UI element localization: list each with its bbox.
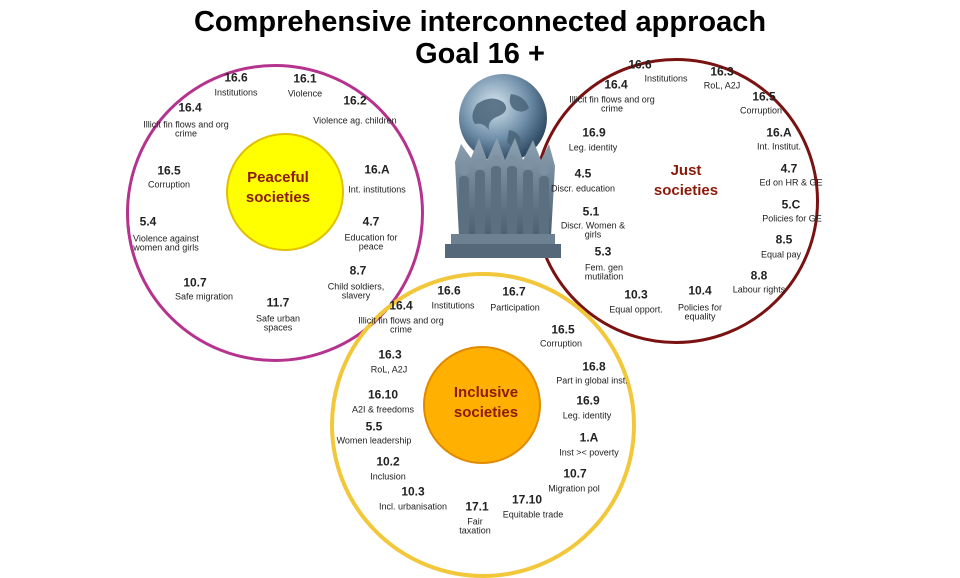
target-label: Ed on HR & GE	[759, 178, 822, 187]
target-label: Fair taxation	[455, 518, 495, 537]
inclusive-center-title: Inclusive societies	[454, 383, 518, 424]
target-code: 16.9	[576, 395, 599, 408]
inclusive-center-line2: societies	[454, 403, 518, 423]
target-code: 4.7	[781, 163, 798, 176]
target-label: Violence	[288, 89, 322, 98]
target-label: Corruption	[540, 339, 582, 348]
target-code: 5.C	[782, 199, 801, 212]
peaceful-center-title: Peaceful societies	[246, 168, 310, 209]
peaceful-center-line2: societies	[246, 188, 310, 208]
target-label: Discr. education	[551, 184, 615, 193]
target-code: 10.7	[563, 468, 586, 481]
target-label: Child soldiers, slavery	[325, 283, 387, 302]
target-label: Institutions	[214, 88, 257, 97]
target-label: Corruption	[740, 106, 782, 115]
target-code: 4.7	[363, 216, 380, 229]
target-code: 1.A	[580, 432, 599, 445]
target-label: Inst >< poverty	[559, 448, 619, 457]
target-code: 8.8	[751, 270, 768, 283]
target-label: Leg. identity	[563, 411, 612, 420]
target-label: Migration pol	[548, 484, 600, 493]
target-label: Safe migration	[175, 292, 233, 301]
target-code: 16.5	[551, 324, 574, 337]
target-label: Participation	[490, 303, 540, 312]
target-code: 5.3	[595, 246, 612, 259]
just-center-line1: Just	[654, 161, 718, 181]
target-code: 16.7	[502, 286, 525, 299]
target-code: 16.A	[766, 127, 791, 140]
peaceful-center-line1: Peaceful	[246, 168, 310, 188]
target-label: Leg. identity	[569, 143, 618, 152]
target-label: Policies for GE	[762, 214, 822, 223]
target-code: 16.10	[368, 389, 398, 402]
target-code: 8.5	[776, 234, 793, 247]
target-code: 17.10	[512, 494, 542, 507]
target-code: 16.A	[364, 164, 389, 177]
target-label: Incl. urbanisation	[379, 502, 447, 511]
target-label: Inclusion	[370, 472, 406, 481]
inclusive-center-line1: Inclusive	[454, 383, 518, 403]
target-code: 4.5	[575, 168, 592, 181]
target-code: 10.7	[183, 277, 206, 290]
target-label: Education for peace	[331, 234, 411, 253]
target-label: Int. Institut.	[757, 142, 801, 151]
target-label: Fem. gen mutilation	[579, 264, 629, 283]
target-label: Violence ag. children	[313, 116, 397, 125]
diagram-canvas: Comprehensive interconnected approach Go…	[0, 0, 960, 540]
target-label: Corruption	[148, 180, 190, 189]
target-code: 11.7	[267, 297, 290, 310]
just-center-title: Just societies	[654, 161, 718, 202]
target-label: Illicit fin flows and org crime	[564, 96, 660, 115]
target-code: 8.7	[350, 265, 367, 278]
target-code: 16.1	[293, 73, 316, 86]
target-label: Institutions	[644, 74, 687, 83]
target-code: 16.6	[224, 72, 247, 85]
target-code: 10.4	[688, 285, 711, 298]
target-code: 5.1	[583, 206, 600, 219]
target-label: A2I & freedoms	[352, 405, 414, 414]
target-label: Part in global inst.	[556, 376, 628, 385]
target-label: Labour rights	[733, 285, 786, 294]
target-label: Equal pay	[761, 250, 801, 259]
target-label: Women leadership	[337, 436, 412, 445]
target-label: Illicit fin flows and org crime	[136, 121, 236, 140]
target-code: 16.2	[343, 95, 366, 108]
target-label: Equitable trade	[503, 510, 564, 519]
target-label: Illicit fin flows and org crime	[353, 317, 449, 336]
target-code: 16.8	[582, 361, 605, 374]
page-title: Comprehensive interconnected approach	[0, 6, 960, 38]
target-code: 16.5	[752, 91, 775, 104]
target-label: RoL, A2J	[704, 81, 741, 90]
target-code: 16.3	[710, 66, 733, 79]
target-code: 10.2	[376, 456, 399, 469]
target-code: 16.4	[178, 102, 201, 115]
target-code: 16.4	[389, 300, 412, 313]
target-label: Institutions	[431, 301, 474, 310]
target-code: 5.4	[140, 216, 157, 229]
target-code: 16.5	[157, 165, 180, 178]
target-code: 16.3	[378, 349, 401, 362]
target-code: 16.9	[582, 127, 605, 140]
just-center-line2: societies	[654, 181, 718, 201]
target-label: RoL, A2J	[371, 365, 408, 374]
target-code: 16.6	[628, 59, 651, 72]
target-label: Discr. Women & girls	[557, 222, 629, 241]
globe-statue-icon	[437, 66, 569, 266]
target-code: 16.4	[604, 79, 627, 92]
target-code: 10.3	[624, 289, 647, 302]
target-label: Policies for equality	[670, 304, 730, 323]
target-label: Int. institutions	[347, 185, 407, 194]
target-code: 17.1	[465, 501, 488, 514]
target-code: 16.6	[437, 285, 460, 298]
target-label: Equal opport.	[609, 305, 663, 314]
target-code: 5.5	[366, 421, 383, 434]
target-label: Violence against women and girls	[118, 235, 214, 254]
target-label: Safe urban spaces	[248, 315, 308, 334]
target-code: 10.3	[401, 486, 424, 499]
